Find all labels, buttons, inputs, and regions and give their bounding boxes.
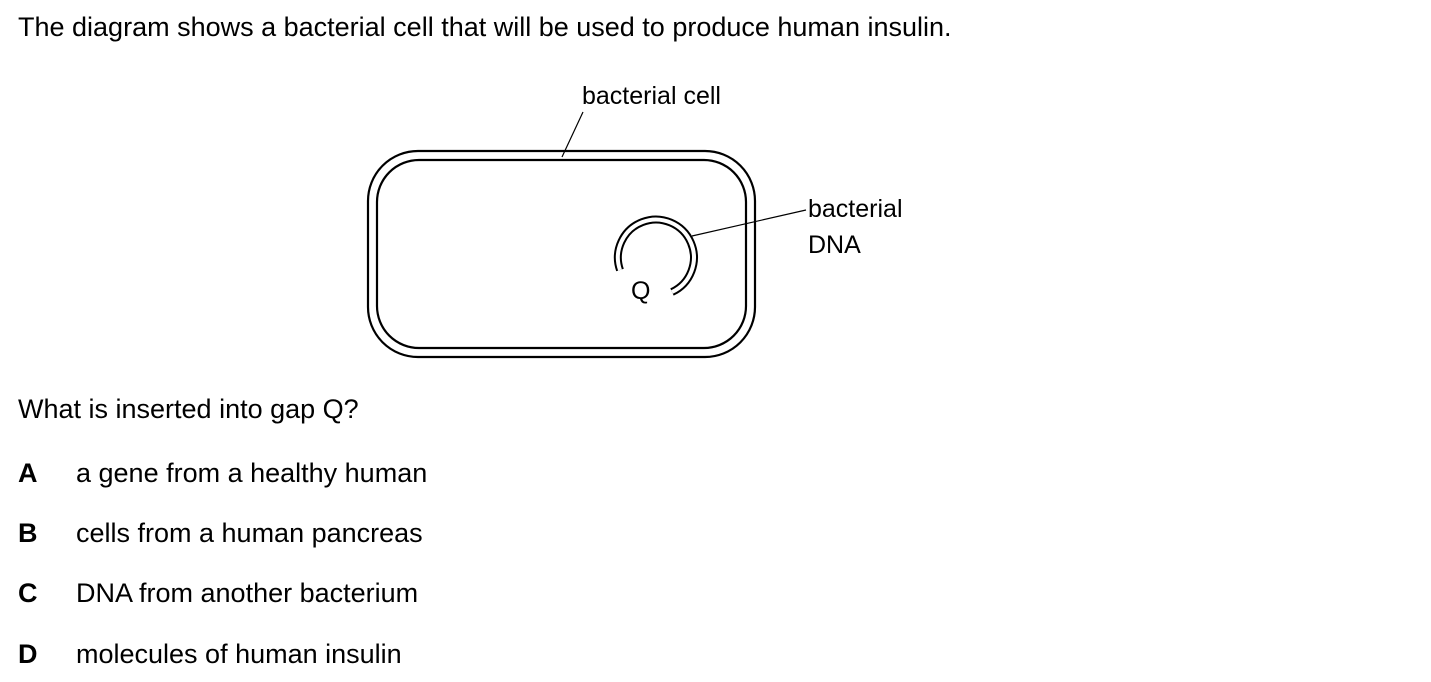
option-text: cells from a human pancreas bbox=[76, 518, 423, 548]
question-text: What is inserted into gap Q? bbox=[18, 394, 359, 424]
option-letter: D bbox=[18, 639, 38, 669]
cell-label-leader bbox=[561, 111, 584, 158]
cell-wall-outer bbox=[366, 149, 757, 359]
label-bacterial-dna-line2: DNA bbox=[808, 231, 861, 259]
option-text: molecules of human insulin bbox=[76, 639, 402, 669]
cell-wall-inner bbox=[375, 158, 748, 350]
option-letter: A bbox=[18, 458, 38, 488]
option-text: a gene from a healthy human bbox=[76, 458, 428, 488]
label-bacterial-cell: bacterial cell bbox=[582, 82, 721, 110]
dna-ring bbox=[613, 215, 698, 296]
label-bacterial-dna-line1: bacterial bbox=[808, 195, 903, 223]
option-letter: B bbox=[18, 518, 38, 548]
option-letter: C bbox=[18, 578, 38, 608]
label-gap-q: Q bbox=[631, 277, 650, 305]
option-text: DNA from another bacterium bbox=[76, 578, 419, 608]
dna-label-leader bbox=[691, 209, 807, 237]
intro-text: The diagram shows a bacterial cell that … bbox=[18, 12, 952, 42]
